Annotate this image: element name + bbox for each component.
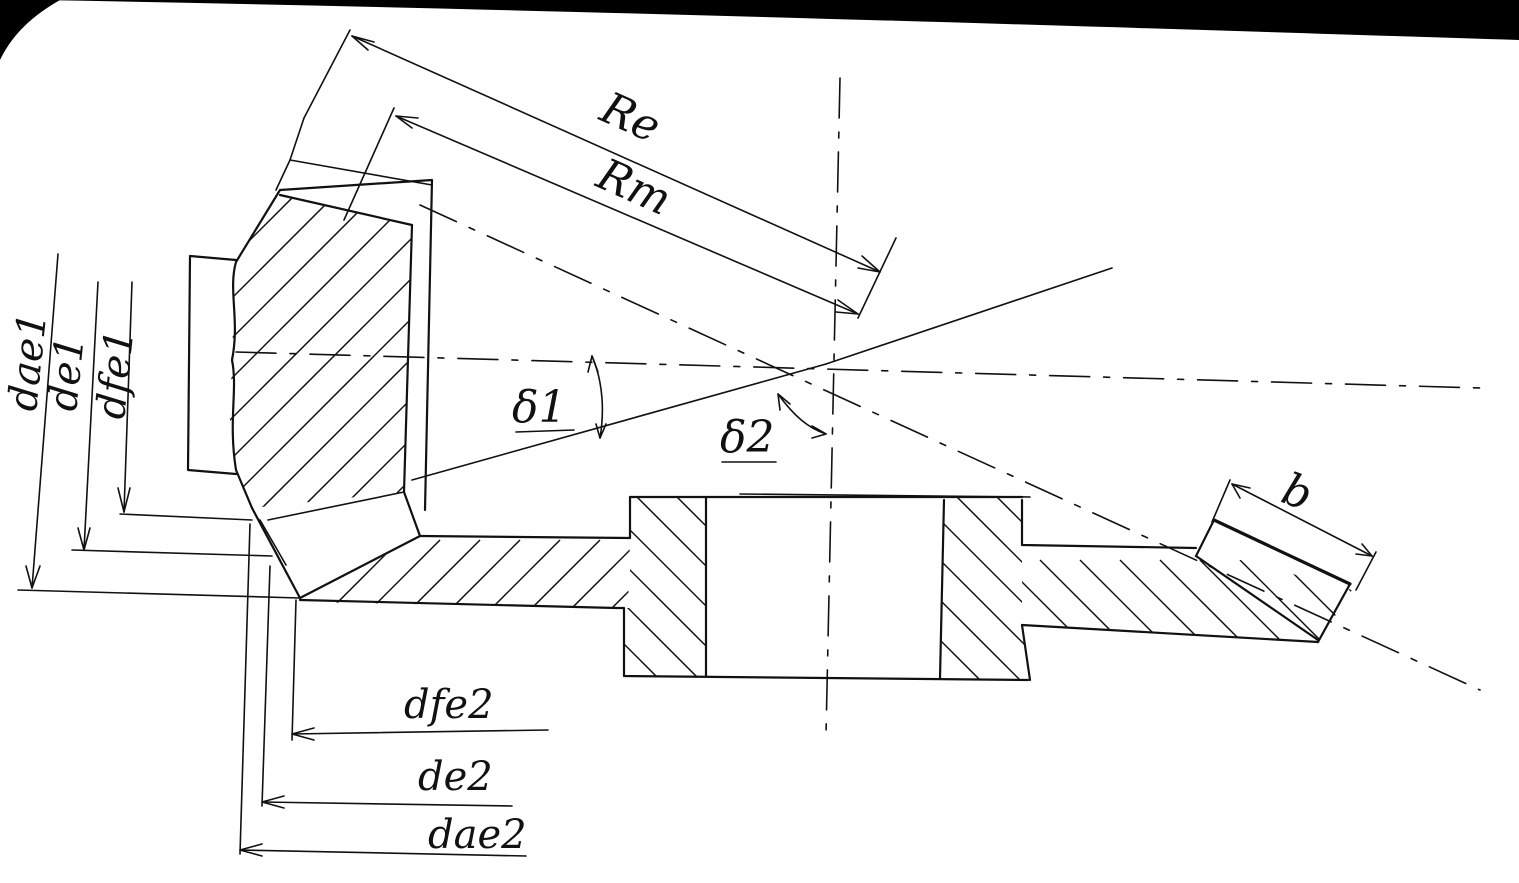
- dimension-delta1: [587, 355, 607, 439]
- center-lines: [235, 77, 1481, 736]
- label-dae2: dae2: [428, 812, 527, 858]
- dimension-Re: [303, 29, 897, 319]
- label-b: b: [1275, 464, 1319, 522]
- label-dae1: dae1: [0, 310, 56, 413]
- label-de2: de2: [418, 754, 493, 800]
- label-Rm: Rm: [589, 148, 679, 225]
- dimension-delta2: [777, 393, 827, 439]
- label-delta2: δ2: [720, 412, 774, 463]
- dimension-Rm: [343, 107, 859, 315]
- label-Re: Re: [592, 82, 668, 153]
- label-dfe1: dfe1: [88, 327, 143, 421]
- label-delta1: δ1: [512, 382, 566, 433]
- dimension-b: [1211, 479, 1377, 591]
- scan-border-top: [0, 0, 1519, 60]
- dimension-pinion-diameters: [17, 253, 301, 599]
- label-dfe2: dfe2: [404, 682, 494, 728]
- dimension-gear-diameters: [239, 523, 549, 857]
- pinion: [186, 117, 434, 600]
- scan-border-corner: [0, 0, 60, 60]
- label-de1: de1: [40, 334, 94, 413]
